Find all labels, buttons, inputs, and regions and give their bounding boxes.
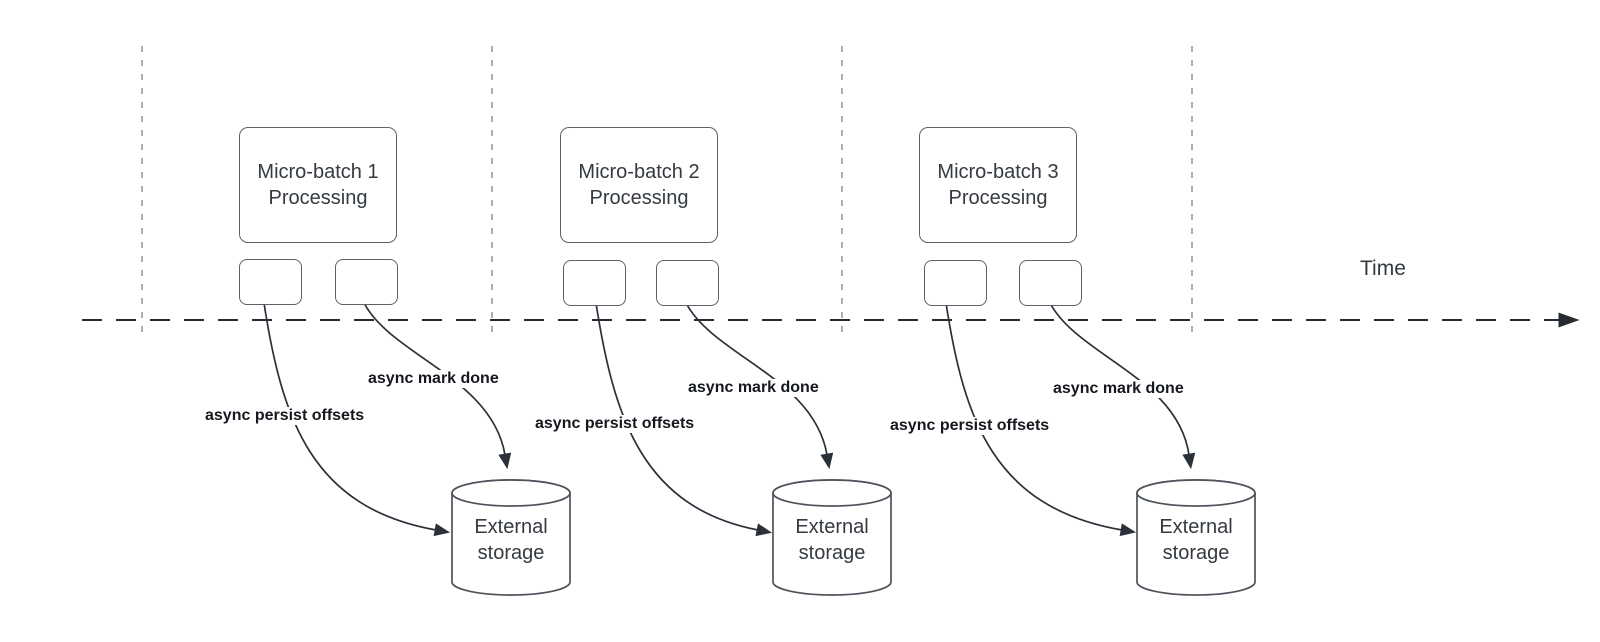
persist-offsets-task-box-3 [924, 260, 987, 306]
persist-offsets-label-1: async persist offsets [203, 407, 367, 425]
external-storage-label-3-line2: storage [1162, 542, 1230, 564]
external-storage-label-2-line1: External [795, 516, 869, 538]
external-storage-cylinder-1 [451, 479, 571, 596]
micro-batch-2-subtitle: Processing [589, 187, 689, 209]
external-storage-label-1: External storage [451, 514, 571, 566]
external-storage-label-3-line1: External [1159, 516, 1233, 538]
mark-done-arrow-3 [1049, 302, 1196, 470]
mark-done-label-1: async mark done [366, 370, 501, 388]
time-axis-label: Time [1360, 257, 1406, 280]
external-storage-label-2-line2: storage [798, 542, 866, 564]
micro-batch-1-processing-box: Micro-batch 1 Processing [239, 127, 397, 243]
micro-batch-1-title: Micro-batch 1 [257, 161, 379, 183]
persist-offsets-arrow-3 [945, 302, 1137, 537]
micro-batch-2-title: Micro-batch 2 [578, 161, 700, 183]
micro-batch-3-title: Micro-batch 3 [937, 161, 1059, 183]
mark-done-arrow-2 [685, 302, 834, 470]
external-storage-label-3: External storage [1136, 514, 1256, 566]
persist-offsets-task-box-1 [239, 259, 302, 305]
external-storage-cylinder-2 [772, 479, 892, 596]
micro-batch-1-subtitle: Processing [268, 187, 368, 209]
micro-batch-3-subtitle: Processing [948, 187, 1048, 209]
persist-offsets-arrow-2 [595, 302, 773, 537]
external-storage-label-1-line1: External [474, 516, 548, 538]
mark-done-task-box-1 [335, 259, 398, 305]
mark-done-task-box-3 [1019, 260, 1082, 306]
external-storage-label-1-line2: storage [477, 542, 545, 564]
mark-done-label-3: async mark done [1051, 380, 1186, 398]
external-storage-label-2: External storage [772, 514, 892, 566]
persist-offsets-label-3: async persist offsets [888, 417, 1052, 435]
persist-offsets-arrow-1 [263, 302, 451, 537]
mark-done-label-2: async mark done [686, 379, 821, 397]
micro-batch-3-processing-box: Micro-batch 3 Processing [919, 127, 1077, 243]
mark-done-task-box-2 [656, 260, 719, 306]
external-storage-cylinder-3 [1136, 479, 1256, 596]
persist-offsets-label-2: async persist offsets [533, 415, 697, 433]
persist-offsets-task-box-2 [563, 260, 626, 306]
micro-batch-2-processing-box: Micro-batch 2 Processing [560, 127, 718, 243]
